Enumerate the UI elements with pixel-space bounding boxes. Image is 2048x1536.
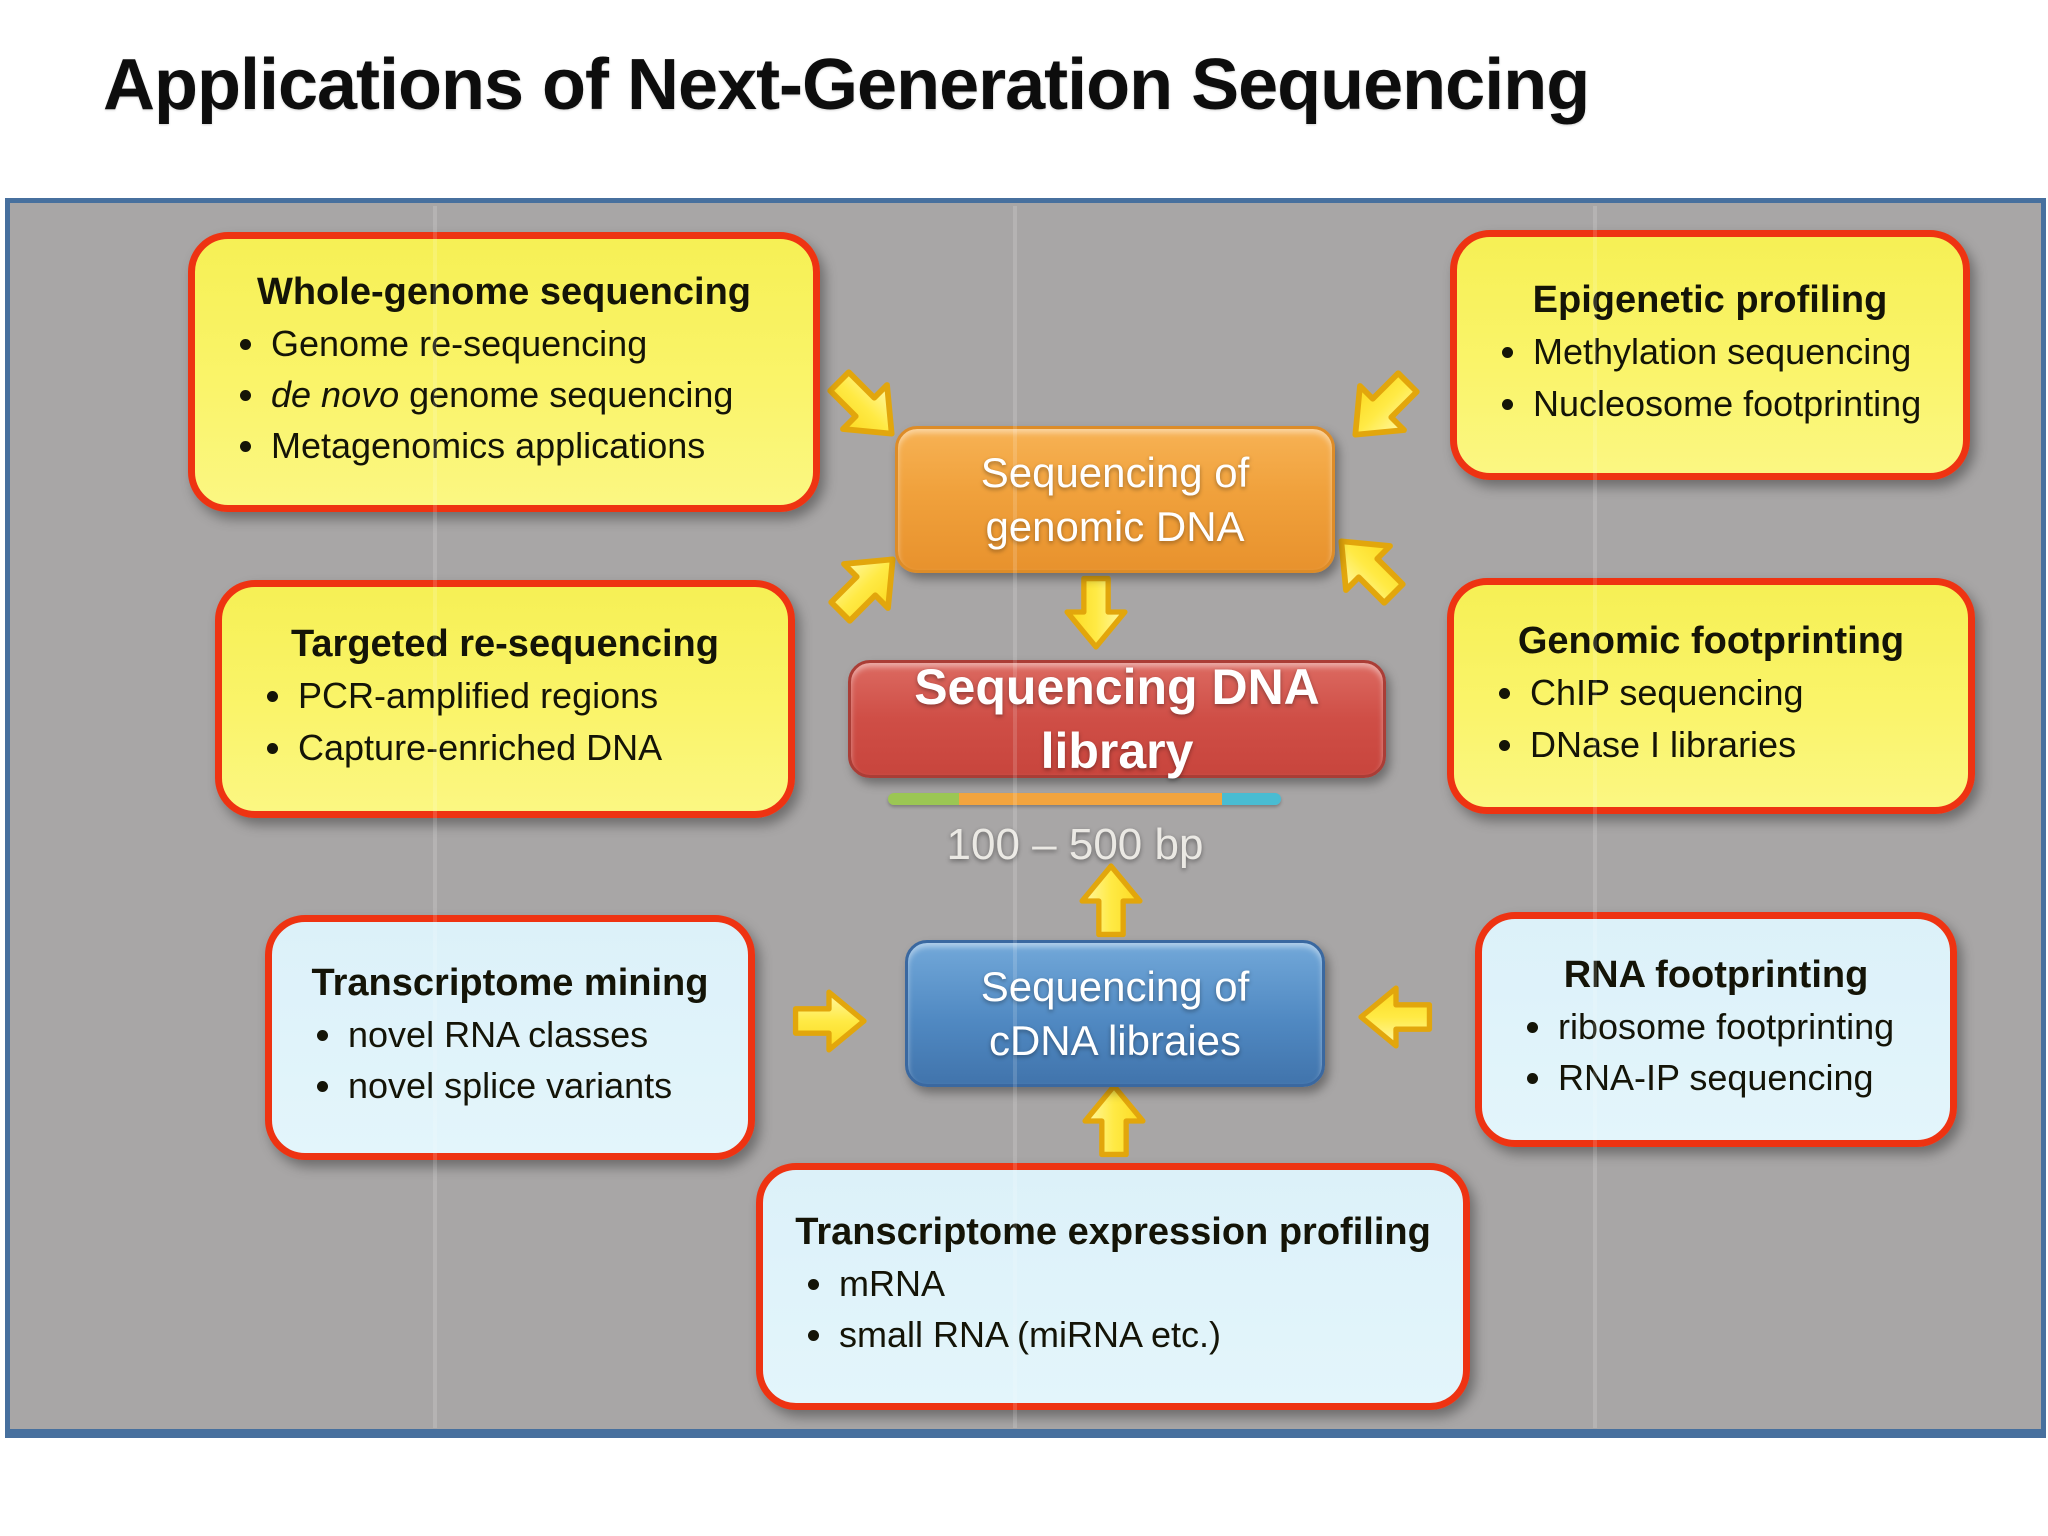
bullet-rest-part: genome sequencing [399,373,734,415]
bullet-item: Genome re-sequencing [269,318,787,369]
fragment-bar-teal-segment [1222,793,1281,805]
callout-bullets: Methylation sequencing Nucleosome footpr… [1483,326,1937,428]
callout-bullets: novel RNA classes novel splice variants [298,1009,722,1111]
process-box-sequencing-genomic-dna: Sequencing of genomic DNA [895,426,1335,573]
process-box-sequencing-dna-library: Sequencing DNA library [848,659,1386,779]
bullet-item: PCR-amplified regions [296,670,762,721]
arrow-cdna-to-dna-library-icon [1073,863,1149,939]
bullet-item: small RNA (miRNA etc.) [837,1309,1437,1360]
bullet-item: novel RNA classes [346,1009,722,1060]
callout-title: Whole-genome sequencing [256,270,752,313]
arrow-rna-footprinting-to-cdna-icon [1358,979,1434,1055]
bullet-item: novel splice variants [346,1060,722,1111]
arrow-genomic-dna-to-dna-library-icon [1058,574,1134,650]
callout-bullets: Genome re-sequencing de novo genome sequ… [221,318,787,471]
callout-title: Epigenetic profiling [1532,279,1888,322]
callout-title: Targeted re-sequencing [291,623,719,666]
callout-genomic-footprinting: Genomic footprinting ChIP sequencing DNa… [1447,578,1975,814]
process-box-line2: cDNA libraies [988,1016,1242,1064]
process-box-line1: Sequencing of [980,448,1250,496]
callout-rna-footprinting: RNA footprinting ribosome footprinting R… [1475,912,1957,1147]
bullet-item: DNase I libraries [1528,719,1942,770]
callout-bullets: PCR-amplified regions Capture-enriched D… [248,670,762,772]
callout-whole-genome-sequencing: Whole-genome sequencing Genome re-sequen… [188,232,820,512]
process-box-label: Sequencing DNA library [914,659,1320,779]
bullet-item: Metagenomics applications [269,420,787,471]
callout-title: Transcriptome expression profiling [795,1210,1431,1253]
callout-epigenetic-profiling: Epigenetic profiling Methylation sequenc… [1450,230,1970,480]
process-box-line2: genomic DNA [985,502,1245,550]
bullet-italic-part: de novo [271,373,400,415]
callout-transcriptome-mining: Transcriptome mining novel RNA classes n… [265,915,755,1160]
callout-title: RNA footprinting [1563,953,1869,996]
bullet-item: ribosome footprinting [1556,1001,1924,1052]
callout-title: Genomic footprinting [1517,620,1905,663]
callout-transcriptome-expression-profiling: Transcriptome expression profiling mRNA … [756,1163,1470,1410]
bullet-item: ChIP sequencing [1528,667,1942,718]
fragment-size-label: 100 – 500 bp [946,820,1204,869]
dna-fragment-bar [888,793,1281,805]
arrow-transcriptome-mining-to-cdna-icon [791,983,867,1059]
slide-title: Applications of Next-Generation Sequenci… [103,45,1590,125]
callout-bullets: ribosome footprinting RNA-IP sequencing [1508,1001,1924,1103]
callout-title: Transcriptome mining [311,961,709,1004]
fragment-bar-orange-segment [958,793,1223,805]
arrow-expression-profiling-to-cdna-icon [1076,1083,1152,1159]
fragment-bar-green-segment [888,793,959,805]
bullet-item: Nucleosome footprinting [1531,378,1937,429]
process-box-sequencing-cdna-libraries: Sequencing of cDNA libraies [905,940,1325,1087]
callout-bullets: ChIP sequencing DNase I libraries [1480,667,1942,769]
bullet-item: de novo genome sequencing [269,369,787,420]
bullet-item: RNA-IP sequencing [1556,1052,1924,1103]
process-box-line1: Sequencing of [980,962,1250,1010]
callout-targeted-resequencing: Targeted re-sequencing PCR-amplified reg… [215,580,795,818]
bullet-item: Methylation sequencing [1531,326,1937,377]
bullet-item: Capture-enriched DNA [296,722,762,773]
bullet-item: mRNA [837,1258,1437,1309]
callout-bullets: mRNA small RNA (miRNA etc.) [789,1258,1437,1360]
